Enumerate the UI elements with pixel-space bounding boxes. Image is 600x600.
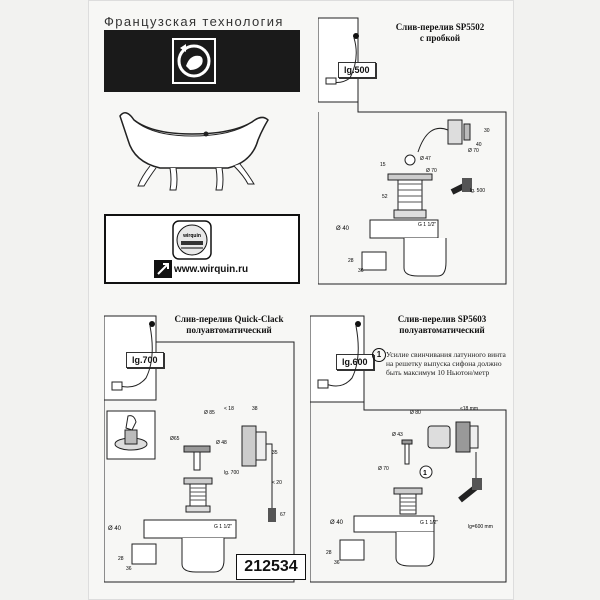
quickclack-title-line2: полуавтоматический xyxy=(186,325,272,335)
quickclack-overflow-cable-icon xyxy=(111,321,155,391)
torque-note: Усилие свинчивания латунного винта на ре… xyxy=(386,350,506,377)
sp5502-dim-3: 15 xyxy=(380,162,386,168)
sp5502-dim-1: Ø 70 xyxy=(426,168,437,174)
sp5603-callout-number: 1 xyxy=(423,470,427,477)
sp5502-dim-2: Ø 70 xyxy=(468,148,479,154)
sp5502-title-line2: с пробкой xyxy=(419,33,461,43)
quickclack-dim-9: G 1 1/2" xyxy=(214,524,232,530)
seal-label: wirquin xyxy=(182,233,201,239)
quickclack-dim-12: 36 xyxy=(126,566,132,572)
sp5603-technical-drawing: 1 Ø 80 Ø 43 Ø 70 ≤18 mm lg=600 mm G 1 1/… xyxy=(326,406,493,567)
quickclack-dim-10: Ø 40 xyxy=(108,526,122,532)
sp5603-dim-5: G 1 1/2" xyxy=(420,520,438,526)
quickclack-dim-6: < 20 xyxy=(272,480,282,486)
hand-press-icon xyxy=(172,38,216,84)
sp5502-dim-10: 28 xyxy=(348,258,354,264)
quickclack-dim-1: Ø 85 xyxy=(204,410,215,416)
sp5603-dim-1: Ø 43 xyxy=(392,432,403,438)
sp5502-dim-11: 36 xyxy=(358,268,364,274)
wirquin-seal-icon: wirquin xyxy=(172,220,212,260)
sp5603-length-tag: lg.600 xyxy=(336,354,374,370)
website-url: www.wirquin.ru xyxy=(174,264,249,275)
sp5502-technical-drawing: Ø 47 Ø 70 Ø 70 15 52 30 40 lg. 500 G 1 1… xyxy=(336,119,490,277)
sp5603-title: Слив-перелив SP5603 полуавтоматический xyxy=(382,314,502,336)
sp5502-dim-7: lg. 500 xyxy=(470,188,485,194)
sp5502-dim-0: Ø 47 xyxy=(420,156,431,162)
sp5603-dim-8: 36 xyxy=(334,560,340,566)
quickclack-dim-2: Ø 48 xyxy=(216,440,227,446)
sp5502-dim-9: Ø 40 xyxy=(336,226,350,232)
sp5502-length-tag: lg.500 xyxy=(338,62,376,78)
sp5603-title-line1: Слив-перелив SP5603 xyxy=(397,314,487,324)
sp5603-dim-6: Ø 40 xyxy=(330,520,344,526)
instruction-sheet xyxy=(88,0,514,600)
sp5502-dim-6: 40 xyxy=(476,142,482,148)
quickclack-dim-3: < 18 xyxy=(224,406,234,412)
quickclack-dim-11: 28 xyxy=(118,556,124,562)
sp5603-title-line2: полуавтоматический xyxy=(399,325,485,335)
quickclack-technical-drawing: Ø65 Ø 85 Ø 48 < 18 38 lg. 700 < 20 35 67… xyxy=(108,406,286,573)
website-box: wirquin www.wirquin.ru xyxy=(104,214,300,284)
sp5603-dim-2: Ø 70 xyxy=(378,466,389,472)
sp5502-title-line1: Слив-перелив SP5502 xyxy=(395,22,485,32)
sp5603-dim-4: lg=600 mm xyxy=(468,524,493,530)
sp5603-dim-0: Ø 80 xyxy=(410,410,421,416)
sp5502-dim-4: 52 xyxy=(382,194,388,200)
note-number-badge: 1 xyxy=(372,348,386,362)
sp5502-title: Слив-перелив SP5502 с пробкой xyxy=(380,22,500,44)
product-code: 212534 xyxy=(236,554,306,580)
sp5603-dim-7: 28 xyxy=(326,550,332,556)
sp5502-overflow-cable-icon xyxy=(325,33,359,85)
quickclack-dim-7: 35 xyxy=(272,450,278,456)
sp5502-dim-8: G 1 1/2" xyxy=(418,222,436,228)
sp5603-dim-3: ≤18 mm xyxy=(460,406,478,412)
arrow-icon xyxy=(154,260,172,278)
quickclack-press-detail-icon xyxy=(106,410,156,460)
sp5502-dim-5: 30 xyxy=(484,128,490,134)
brand-slogan: Французская технология xyxy=(104,14,284,29)
sp5603-overflow-cable-icon xyxy=(317,321,361,389)
clawfoot-bathtub-illustration xyxy=(119,112,269,191)
quickclack-dim-5: lg. 700 xyxy=(224,470,239,476)
quickclack-dim-0: Ø65 xyxy=(170,436,180,442)
quickclack-title-line1: Слив-перелив Quick-Clack xyxy=(174,314,284,324)
quickclack-length-tag: lg.700 xyxy=(126,352,164,368)
quickclack-title: Слив-перелив Quick-Clack полуавтоматичес… xyxy=(168,314,290,336)
quickclack-dim-8: 67 xyxy=(280,512,286,518)
quickclack-dim-4: 38 xyxy=(252,406,258,412)
